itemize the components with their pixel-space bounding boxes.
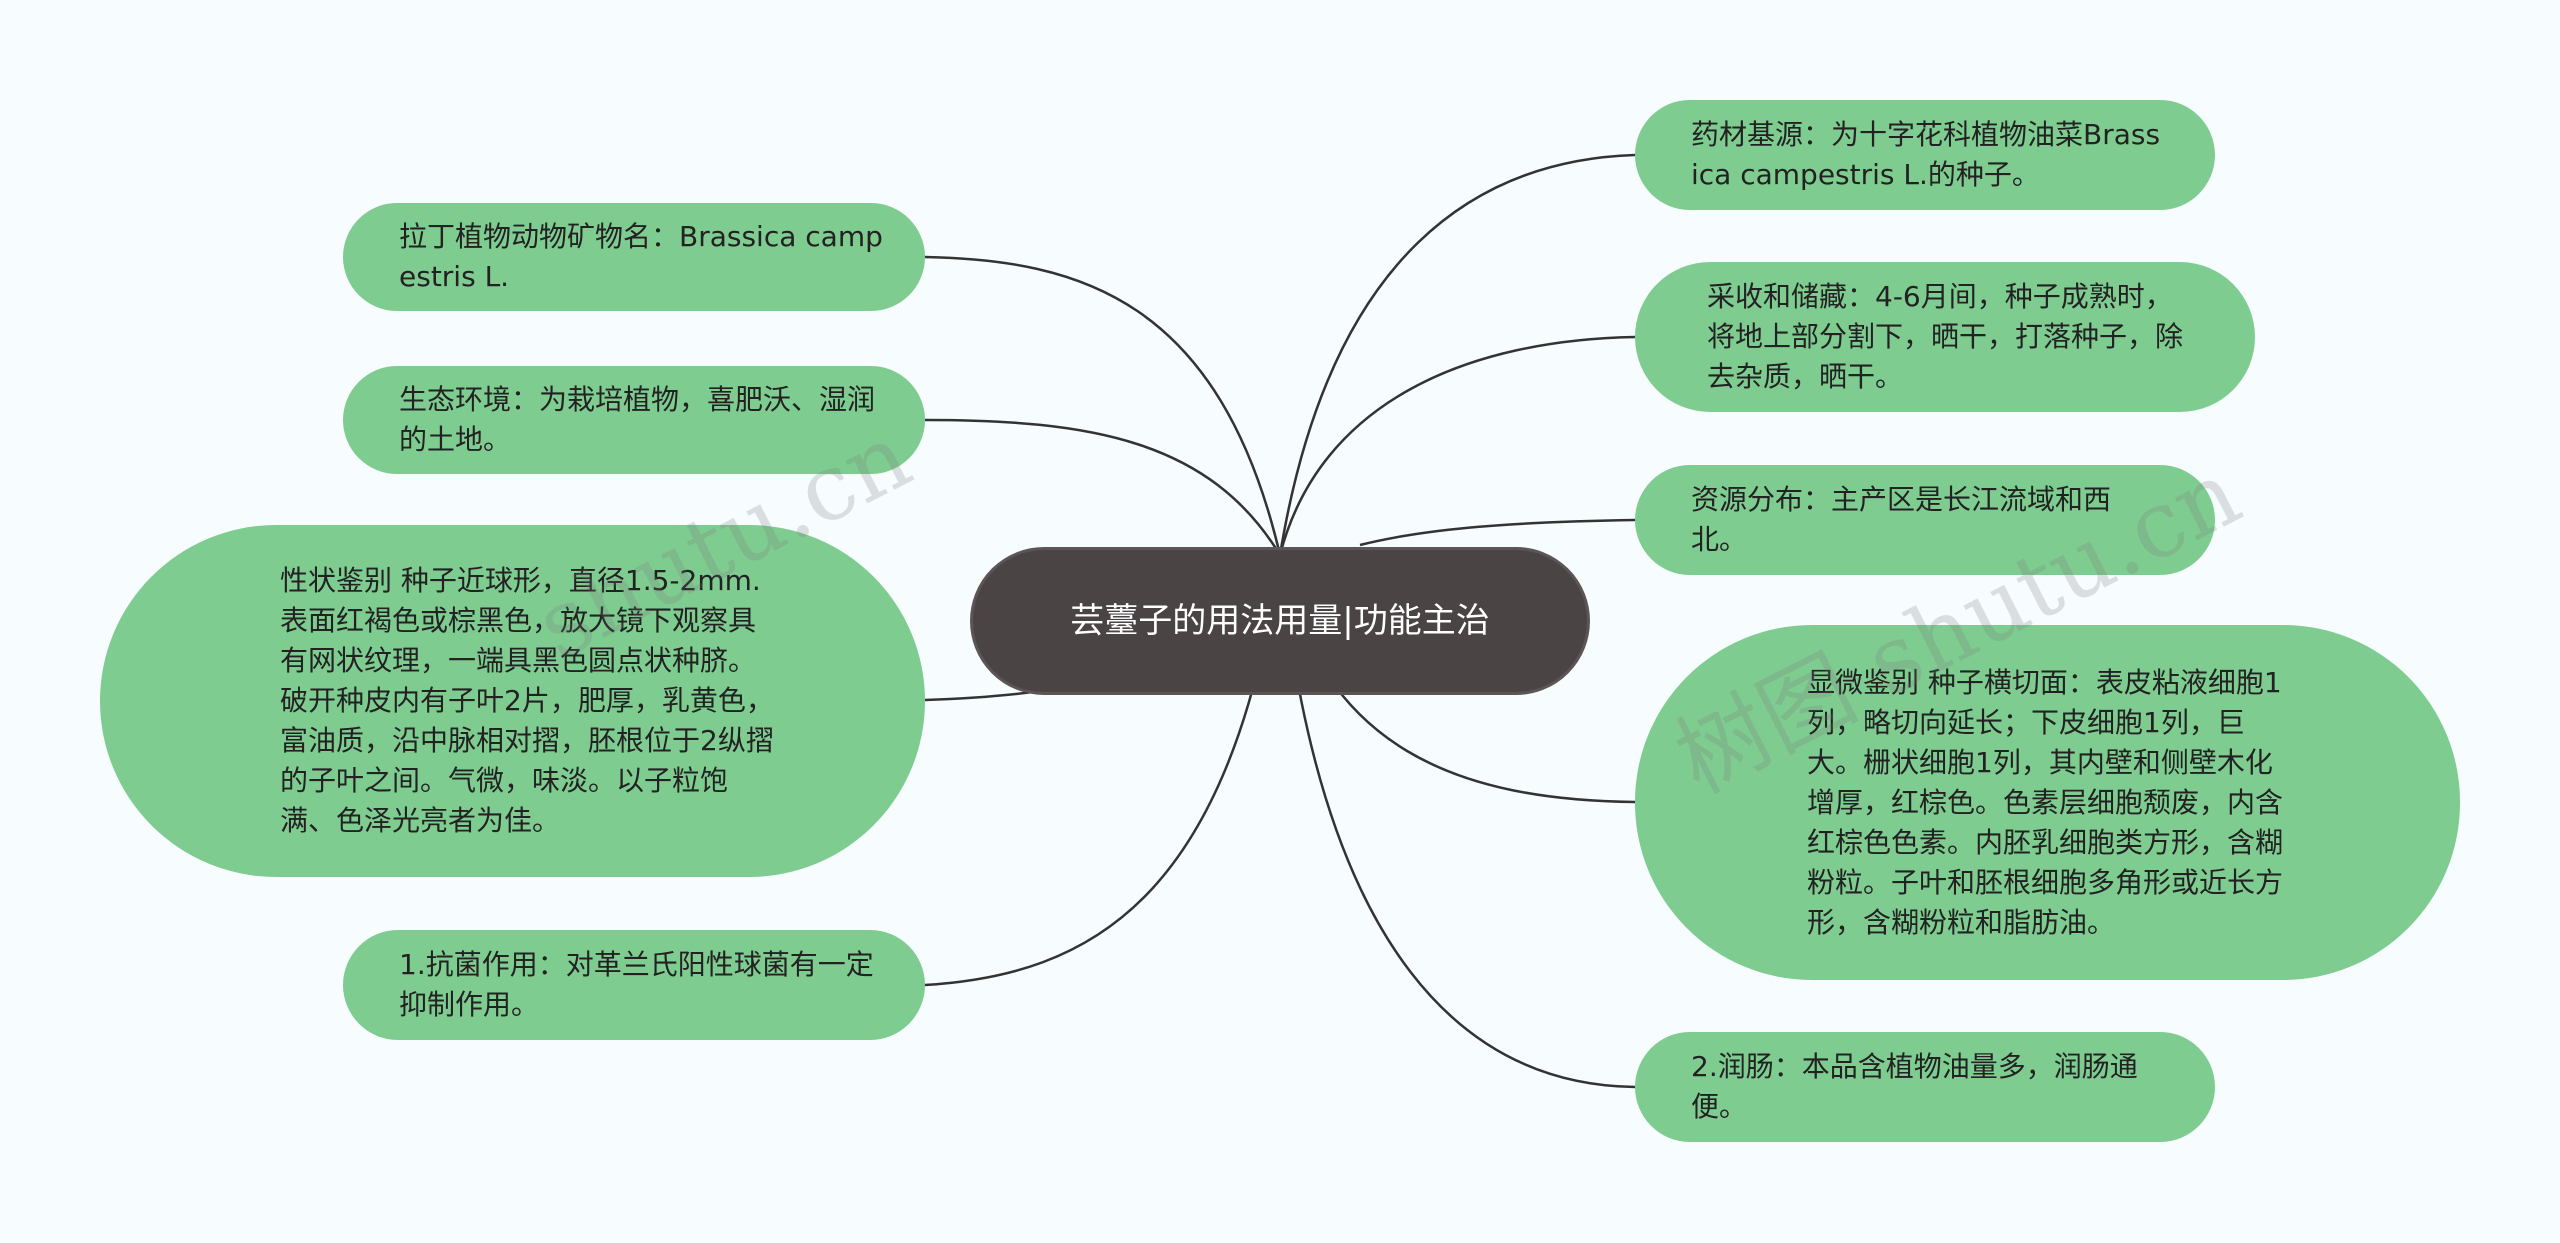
node-distribution: 资源分布：主产区是长江流域和西北。 bbox=[1635, 465, 2215, 575]
node-ecology: 生态环境：为栽培植物，喜肥沃、湿润的土地。 bbox=[343, 366, 925, 474]
node-ecology-text: 生态环境：为栽培植物，喜肥沃、湿润的土地。 bbox=[399, 383, 876, 456]
node-microscopic: 显微鉴别 种子横切面：表皮粘液细胞1列，略切向延长；下皮细胞1列，巨大。栅状细胞… bbox=[1635, 625, 2460, 980]
node-harvest-text: 采收和储藏：4-6月间，种子成熟时，将地上部分割下，晒干，打落种子，除去杂质，晒… bbox=[1707, 280, 2184, 393]
node-character-text: 性状鉴别 种子近球形，直径1.5-2mm.表面红褐色或棕黑色，放大镜下观察具有网… bbox=[280, 564, 774, 837]
node-harvest: 采收和储藏：4-6月间，种子成熟时，将地上部分割下，晒干，打落种子，除去杂质，晒… bbox=[1635, 262, 2255, 412]
node-latin-name-text: 拉丁植物动物矿物名：Brassica campestris L. bbox=[399, 220, 883, 293]
node-source-text: 药材基源：为十字花科植物油菜Brassica campestris L.的种子。 bbox=[1691, 118, 2161, 191]
edge-harvest bbox=[1278, 335, 1636, 556]
node-laxative-text: 2.润肠：本品含植物油量多，润肠通便。 bbox=[1691, 1050, 2138, 1123]
node-antibacterial: 1.抗菌作用：对革兰氏阳性球菌有一定抑制作用。 bbox=[343, 930, 925, 1040]
node-laxative: 2.润肠：本品含植物油量多，润肠通便。 bbox=[1635, 1032, 2215, 1142]
node-source: 药材基源：为十字花科植物油菜Brassica campestris L.的种子。 bbox=[1635, 100, 2215, 210]
edge-laxative bbox=[1278, 554, 1636, 1089]
node-latin-name: 拉丁植物动物矿物名：Brassica campestris L. bbox=[343, 203, 925, 311]
central-topic-title: 芸薹子的用法用量|功能主治 bbox=[1070, 601, 1490, 641]
node-character: 性状鉴别 种子近球形，直径1.5-2mm.表面红褐色或棕黑色，放大镜下观察具有网… bbox=[100, 525, 925, 877]
edge-distribution bbox=[1359, 518, 1636, 547]
node-antibacterial-text: 1.抗菌作用：对革兰氏阳性球菌有一定抑制作用。 bbox=[399, 948, 874, 1021]
edge-ecology bbox=[924, 418, 1282, 556]
central-topic: 芸薹子的用法用量|功能主治 bbox=[970, 547, 1590, 695]
edge-source bbox=[1278, 153, 1636, 556]
node-distribution-text: 资源分布：主产区是长江流域和西北。 bbox=[1691, 483, 2112, 556]
node-microscopic-text: 显微鉴别 种子横切面：表皮粘液细胞1列，略切向延长；下皮细胞1列，巨大。栅状细胞… bbox=[1807, 665, 2284, 939]
edge-latin-name bbox=[924, 255, 1282, 556]
